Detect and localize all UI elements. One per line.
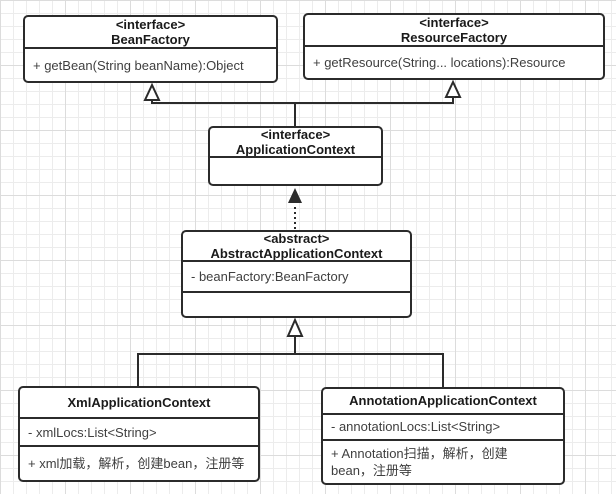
stereotype-label: <interface> xyxy=(260,127,331,142)
class-name-label: ApplicationContext xyxy=(235,142,356,157)
method-row: + getResource(String... locations):Resou… xyxy=(305,45,603,78)
connector-children-to-abstractapplicationcontext[interactable] xyxy=(137,317,444,387)
class-name-label: BeanFactory xyxy=(111,32,190,47)
empty-methods-compartment xyxy=(183,291,410,316)
method-row: + xml加载，解析，创建bean，注册等 xyxy=(20,445,258,480)
field-row: - beanFactory:BeanFactory xyxy=(183,260,410,291)
class-applicationcontext[interactable]: <interface> ApplicationContext xyxy=(208,126,383,186)
filled-triangle-arrowhead xyxy=(288,188,302,203)
class-name-label: AbstractApplicationContext xyxy=(210,246,383,261)
class-title: <interface> ResourceFactory xyxy=(305,15,603,45)
field-row: - annotationLocs:List<String> xyxy=(323,412,563,439)
class-name-label: XmlApplicationContext xyxy=(67,395,211,410)
method-row: + getBean(String beanName):Object xyxy=(25,47,276,81)
class-title: <interface> BeanFactory xyxy=(25,17,276,47)
connector-applicationcontext-to-resourcefactory[interactable] xyxy=(295,79,462,104)
class-abstractapplicationcontext[interactable]: <abstract> AbstractApplicationContext - … xyxy=(181,230,412,318)
class-xmlapplicationcontext[interactable]: XmlApplicationContext - xmlLocs:List<Str… xyxy=(18,386,260,482)
class-title: AnnotationApplicationContext xyxy=(323,389,563,413)
class-title: XmlApplicationContext xyxy=(20,388,258,417)
field-row: - xmlLocs:List<String> xyxy=(20,417,258,445)
hollow-triangle-arrowhead xyxy=(444,79,462,98)
class-annotationapplicationcontext[interactable]: AnnotationApplicationContext - annotatio… xyxy=(321,387,565,485)
class-name-label: ResourceFactory xyxy=(400,30,508,45)
hollow-triangle-arrowhead xyxy=(143,82,161,101)
stereotype-label: <interface> xyxy=(115,17,186,32)
class-name-label: AnnotationApplicationContext xyxy=(349,393,537,409)
hollow-triangle-arrowhead xyxy=(286,317,304,337)
class-beanfactory[interactable]: <interface> BeanFactory + getBean(String… xyxy=(23,15,278,83)
class-title: <abstract> AbstractApplicationContext xyxy=(183,231,410,261)
method-row: + Annotation扫描，解析，创建bean，注册等 xyxy=(323,439,563,483)
empty-members-compartment xyxy=(210,156,381,184)
stereotype-label: <interface> xyxy=(419,15,489,30)
stereotype-label: <abstract> xyxy=(263,231,330,246)
class-resourcefactory[interactable]: <interface> ResourceFactory + getResourc… xyxy=(303,13,605,80)
connector-applicationcontext-to-beanfactory[interactable] xyxy=(143,82,296,126)
class-title: <interface> ApplicationContext xyxy=(210,127,381,157)
connector-abstractapplicationcontext-to-applicationcontext[interactable] xyxy=(288,188,302,229)
